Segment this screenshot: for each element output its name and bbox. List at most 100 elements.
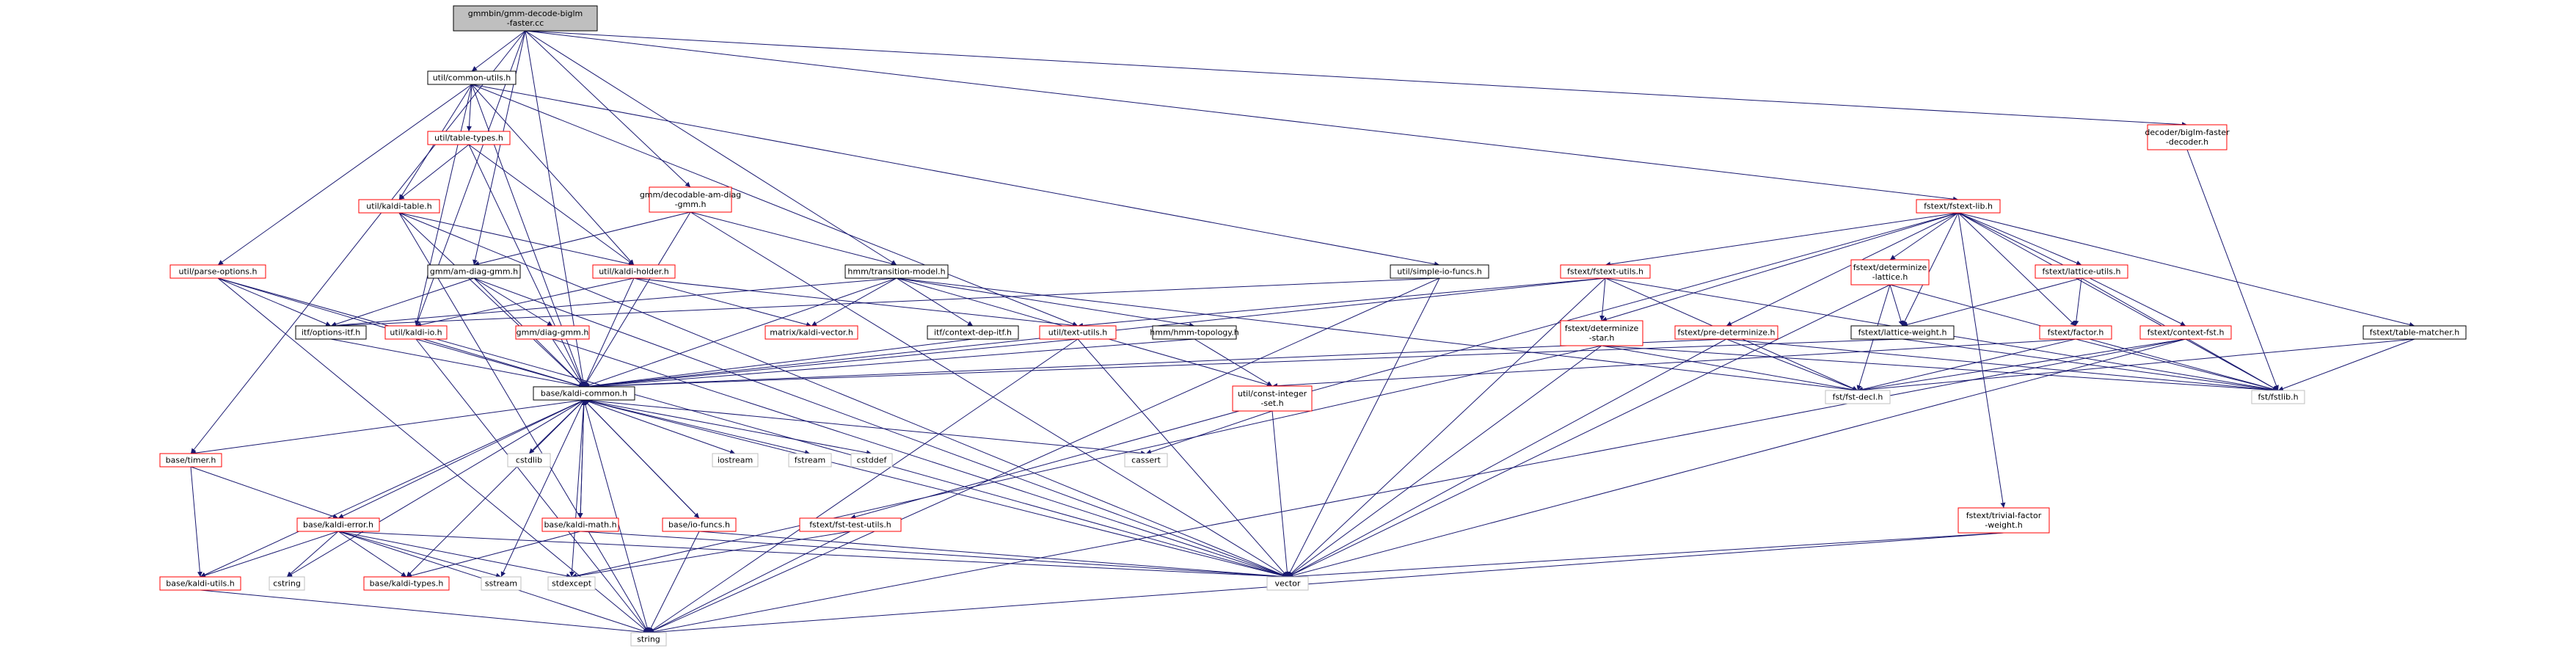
node-label: fstext/lattice-weight.h xyxy=(1858,328,1947,338)
edge-root-to-common-utils xyxy=(471,30,526,72)
node-hmm-topology[interactable]: hmm/hmm-topology.h xyxy=(1150,325,1239,340)
node-factor[interactable]: fstext/factor.h xyxy=(2039,325,2112,340)
node-common-utils[interactable]: util/common-utils.h xyxy=(427,70,517,85)
node-box xyxy=(799,517,902,532)
edge-fstext-lib-to-table-matcher xyxy=(1957,212,2415,327)
node-box xyxy=(159,453,222,468)
edge-fst-test-utils-to-stdexcept xyxy=(571,531,851,579)
node-cstddef[interactable]: cstddef xyxy=(850,453,893,468)
node-kaldi-io[interactable]: util/kaldi-io.h xyxy=(384,325,448,340)
edge-transition-model-to-context-dep-itf xyxy=(896,277,974,327)
edge-kaldi-holder-to-kaldi-common xyxy=(583,277,635,388)
node-kaldi-table[interactable]: util/kaldi-table.h xyxy=(358,199,440,214)
node-label: base/kaldi-common.h xyxy=(541,389,627,399)
node-context-fst[interactable]: fstext/context-fst.h xyxy=(2139,325,2232,340)
edge-determinize-star-to-fst-decl xyxy=(1601,345,1858,393)
node-string[interactable]: string xyxy=(630,632,667,647)
node-box xyxy=(649,186,732,213)
node-label: base/kaldi-utils.h xyxy=(166,579,235,589)
node-label: fst/fstlib.h xyxy=(2258,393,2298,402)
node-determinize-star[interactable]: fstext/determinize-star.h xyxy=(1560,320,1643,346)
node-cstdlib[interactable]: cstdlib xyxy=(507,453,551,468)
node-fstext-lib[interactable]: fstext/fstext-lib.h xyxy=(1916,199,2001,214)
edge-fstext-lib-to-determinize-lattice xyxy=(1889,212,1959,261)
node-determinize-lattice[interactable]: fstext/determinize-lattice.h xyxy=(1850,259,1930,286)
node-label: cassert xyxy=(1131,456,1161,465)
node-lattice-weight[interactable]: fstext/lattice-weight.h xyxy=(1850,325,1955,340)
node-kaldi-math[interactable]: base/kaldi-math.h xyxy=(541,517,619,532)
node-fstext-utils[interactable]: fstext/fstext-utils.h xyxy=(1560,264,1651,279)
node-label: base/kaldi-math.h xyxy=(544,520,616,530)
node-box xyxy=(1560,264,1651,279)
edge-io-funcs-to-vector xyxy=(698,531,1288,579)
node-context-dep-itf[interactable]: itf/context-dep-itf.h xyxy=(927,325,1019,340)
node-options-itf[interactable]: itf/options-itf.h xyxy=(295,325,367,340)
node-parse-options[interactable]: util/parse-options.h xyxy=(169,264,266,279)
node-kaldi-common[interactable]: base/kaldi-common.h xyxy=(533,386,635,401)
node-table-matcher[interactable]: fstext/table-matcher.h xyxy=(2362,325,2467,340)
node-transition-model[interactable]: hmm/transition-model.h xyxy=(844,264,949,279)
node-iostream[interactable]: iostream xyxy=(712,453,759,468)
node-label: util/parse-options.h xyxy=(178,267,257,277)
edge-kaldi-error-to-stdexcept xyxy=(337,531,572,579)
node-box xyxy=(159,576,241,591)
node-box xyxy=(630,632,667,647)
node-io-funcs[interactable]: base/io-funcs.h xyxy=(662,517,737,532)
node-decodable-am-diag[interactable]: gmm/decodable-am-diag-gmm.h xyxy=(640,186,741,213)
node-sstream[interactable]: sstream xyxy=(481,576,522,591)
node-timer[interactable]: base/timer.h xyxy=(159,453,222,468)
node-fst-decl[interactable]: fst/fst-decl.h xyxy=(1825,390,1891,404)
node-kaldi-vector[interactable]: matrix/kaldi-vector.h xyxy=(765,325,858,340)
node-fstream[interactable]: fstream xyxy=(788,453,832,468)
node-box xyxy=(1850,259,1930,286)
edge-diag-gmm-to-kaldi-common xyxy=(552,338,585,388)
node-kaldi-error[interactable]: base/kaldi-error.h xyxy=(296,517,380,532)
edge-common-utils-to-text-utils xyxy=(471,84,1079,327)
node-kaldi-utils[interactable]: base/kaldi-utils.h xyxy=(159,576,241,591)
edge-fstext-lib-to-pre-determinize xyxy=(1726,212,1959,327)
edge-common-utils-to-simple-io-funcs xyxy=(471,84,1440,267)
node-stdexcept[interactable]: stdexcept xyxy=(547,576,596,591)
node-fstlib[interactable]: fst/fstlib.h xyxy=(2251,390,2305,404)
edge-trivial-factor-weight-to-string xyxy=(648,532,2004,635)
node-vector[interactable]: vector xyxy=(1266,576,1309,591)
node-kaldi-types[interactable]: base/kaldi-types.h xyxy=(363,576,450,591)
edge-root-to-transition-model xyxy=(525,30,897,266)
node-label: itf/context-dep-itf.h xyxy=(934,328,1012,338)
node-table-types[interactable]: util/table-types.h xyxy=(427,131,511,145)
node-label: stdexcept xyxy=(552,579,592,589)
node-cstring[interactable]: cstring xyxy=(269,576,305,591)
edge-kaldi-math-to-kaldi-types xyxy=(406,531,581,578)
node-simple-io-funcs[interactable]: util/simple-io-funcs.h xyxy=(1390,264,1489,279)
node-lattice-utils[interactable]: fstext/lattice-utils.h xyxy=(2035,264,2128,279)
edge-fstext-lib-to-lattice-utils xyxy=(1957,212,2082,266)
edge-options-itf-to-kaldi-common xyxy=(330,338,585,389)
node-label: util/kaldi-table.h xyxy=(366,202,431,211)
node-box xyxy=(541,517,619,532)
node-label: itf/options-itf.h xyxy=(302,328,360,338)
node-box xyxy=(1560,320,1643,346)
node-diag-gmm[interactable]: gmm/diag-gmm.h xyxy=(515,325,590,340)
node-am-diag-gmm[interactable]: gmm/am-diag-gmm.h xyxy=(427,264,521,279)
node-biglm-decoder[interactable]: decoder/biglm-faster-decoder.h xyxy=(2145,124,2230,150)
node-trivial-factor-weight[interactable]: fstext/trivial-factor-weight.h xyxy=(1957,507,2050,534)
node-label: fstext/determinize xyxy=(1565,324,1639,333)
edge-parse-options-to-options-itf xyxy=(217,277,332,327)
edge-fstext-lib-to-trivial-factor-weight xyxy=(1957,212,2006,509)
node-fst-test-utils[interactable]: fstext/fst-test-utils.h xyxy=(799,517,902,532)
node-label: fstext/lattice-utils.h xyxy=(2043,267,2121,277)
node-const-integer-set[interactable]: util/const-integer-set.h xyxy=(1232,385,1313,412)
node-pre-determinize[interactable]: fstext/pre-determinize.h xyxy=(1674,325,1778,340)
node-label: gmm/decodable-am-diag xyxy=(640,190,741,200)
node-text-utils[interactable]: util/text-utils.h xyxy=(1039,325,1117,340)
node-box xyxy=(788,453,832,468)
node-label: fst/fst-decl.h xyxy=(1833,393,1883,402)
node-kaldi-holder[interactable]: util/kaldi-holder.h xyxy=(592,264,676,279)
node-box xyxy=(453,5,598,32)
edge-fstext-utils-to-determinize-star xyxy=(1599,277,1606,321)
node-box xyxy=(1232,385,1313,412)
edge-kaldi-error-to-kaldi-types xyxy=(337,531,407,578)
edge-kaldi-common-to-stdexcept xyxy=(569,399,585,578)
node-cassert[interactable]: cassert xyxy=(1124,453,1168,468)
edge-context-fst-to-string xyxy=(648,338,2186,635)
